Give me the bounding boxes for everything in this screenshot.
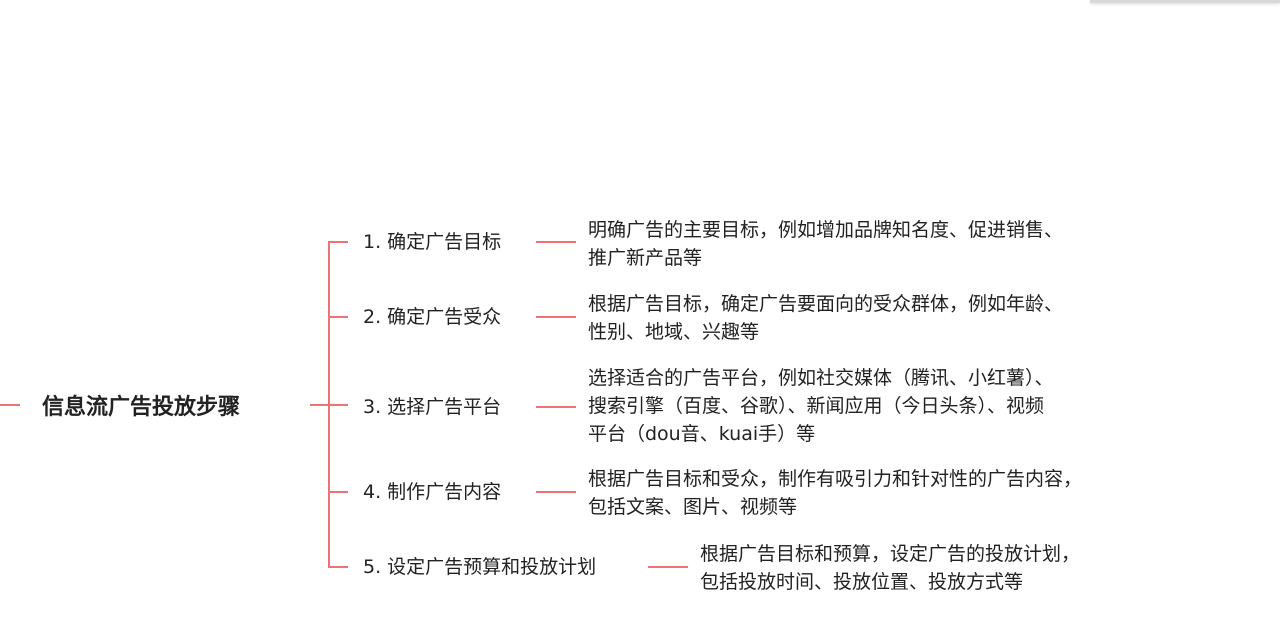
step-node-1[interactable]: 1. 确定广告目标	[363, 231, 502, 253]
step-desc-2[interactable]: 根据广告目标，确定广告要面向的受众群体，例如年龄、 性别、地域、兴趣等	[588, 290, 1063, 346]
desc-line: 性别、地域、兴趣等	[588, 321, 760, 343]
desc-line: 选择适合的广告平台，例如社交媒体（腾讯、小红薯）、	[588, 367, 1054, 389]
step-desc-4[interactable]: 根据广告目标和受众，制作有吸引力和针对性的广告内容， 包括文案、图片、视频等	[588, 465, 1082, 521]
root-node[interactable]: 信息流广告投放步骤	[42, 395, 241, 420]
root-incoming-connector	[0, 404, 20, 406]
step-node-5[interactable]: 5. 设定广告预算和投放计划	[363, 556, 597, 578]
branch-tick	[328, 404, 348, 406]
branch-tick	[328, 491, 348, 493]
desc-line: 根据广告目标，确定广告要面向的受众群体，例如年龄、	[588, 293, 1064, 315]
desc-connector	[536, 406, 576, 408]
desc-connector	[648, 566, 688, 568]
desc-line: 根据广告目标和预算，设定广告的投放计划，	[700, 543, 1081, 565]
desc-line: 平台（dou音、kuai手）等	[588, 423, 816, 445]
branch-tick	[328, 316, 348, 318]
step-node-2[interactable]: 2. 确定广告受众	[363, 306, 502, 328]
desc-line: 明确广告的主要目标，例如增加品牌知名度、促进销售、	[588, 219, 1064, 241]
step-node-4[interactable]: 4. 制作广告内容	[363, 481, 502, 503]
desc-line: 根据广告目标和受众，制作有吸引力和针对性的广告内容，	[588, 468, 1083, 490]
branch-tick	[328, 241, 348, 243]
window-edge	[1090, 0, 1280, 3]
branch-tick	[328, 566, 348, 568]
desc-line: 包括文案、图片、视频等	[588, 496, 798, 518]
step-desc-3[interactable]: 选择适合的广告平台，例如社交媒体（腾讯、小红薯）、 搜索引擎（百度、谷歌）、新闻…	[588, 364, 1054, 448]
desc-connector	[536, 316, 576, 318]
desc-line: 包括投放时间、投放位置、投放方式等	[700, 571, 1024, 593]
step-desc-5[interactable]: 根据广告目标和预算，设定广告的投放计划， 包括投放时间、投放位置、投放方式等	[700, 540, 1080, 596]
desc-line: 推广新产品等	[588, 247, 703, 269]
desc-line: 搜索引擎（百度、谷歌）、新闻应用（今日头条）、视频	[588, 395, 1045, 417]
desc-connector	[536, 491, 576, 493]
step-node-3[interactable]: 3. 选择广告平台	[363, 396, 502, 418]
desc-connector	[536, 241, 576, 243]
step-desc-1[interactable]: 明确广告的主要目标，例如增加品牌知名度、促进销售、 推广新产品等	[588, 216, 1063, 272]
root-connector	[310, 404, 329, 406]
